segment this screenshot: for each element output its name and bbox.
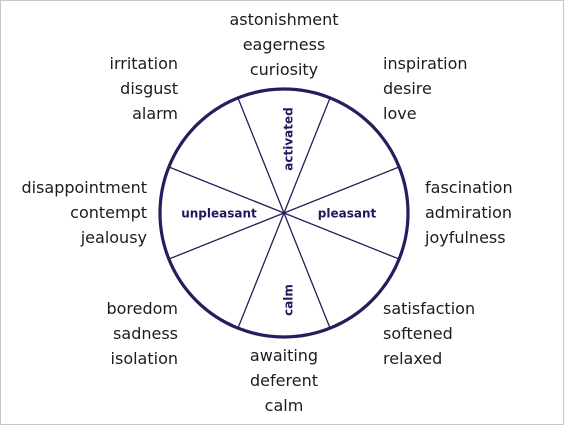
emotion-word: joyfulness bbox=[425, 228, 506, 247]
axis-label-pleasant: pleasant bbox=[318, 207, 377, 221]
spoke bbox=[283, 212, 331, 329]
emotion-word: inspiration bbox=[383, 54, 468, 73]
spoke bbox=[283, 97, 331, 214]
emotion-group-bottom-right: satisfaction softened relaxed bbox=[383, 296, 475, 371]
spoke bbox=[237, 212, 285, 329]
emotion-group-top: astonishment eagerness curiosity bbox=[190, 7, 378, 82]
axis-label-activated: activated bbox=[282, 107, 296, 170]
emotion-word: eagerness bbox=[242, 35, 326, 54]
spoke bbox=[168, 212, 285, 260]
emotion-word: softened bbox=[383, 324, 453, 343]
spoke bbox=[168, 166, 285, 214]
emotion-word: jealousy bbox=[80, 228, 147, 247]
emotion-word: desire bbox=[383, 79, 432, 98]
emotion-word: irritation bbox=[109, 54, 179, 73]
emotion-group-right: fascination admiration joyfulness bbox=[425, 175, 513, 250]
emotion-word: disgust bbox=[120, 79, 178, 98]
emotion-word: deferent bbox=[250, 371, 318, 390]
emotion-word: astonishment bbox=[229, 10, 339, 29]
spoke bbox=[283, 212, 400, 260]
emotion-word: isolation bbox=[110, 349, 178, 368]
emotion-group-bottom: awaiting deferent calm bbox=[190, 343, 378, 418]
emotion-word: alarm bbox=[132, 104, 178, 123]
axis-label-calm: calm bbox=[282, 284, 296, 316]
emotion-word: disappointment bbox=[21, 178, 147, 197]
emotion-group-top-right: inspiration desire love bbox=[383, 51, 468, 126]
emotion-word: sadness bbox=[113, 324, 178, 343]
emotion-word: fascination bbox=[425, 178, 513, 197]
emotion-word: admiration bbox=[425, 203, 513, 222]
emotion-group-left: disappointment contempt jealousy bbox=[21, 175, 147, 250]
emotion-word: love bbox=[383, 104, 417, 123]
emotion-word: contempt bbox=[70, 203, 147, 222]
emotion-word: satisfaction bbox=[383, 299, 476, 318]
emotion-word: curiosity bbox=[249, 60, 319, 79]
emotion-word: calm bbox=[264, 396, 304, 415]
spoke bbox=[237, 97, 285, 214]
spoke bbox=[283, 166, 400, 214]
emotion-word: relaxed bbox=[383, 349, 443, 368]
emotion-group-bottom-left: boredom sadness isolation bbox=[106, 296, 178, 371]
emotion-group-top-left: irritation disgust alarm bbox=[110, 51, 179, 126]
axis-label-unpleasant: unpleasant bbox=[181, 207, 257, 221]
emotion-word: awaiting bbox=[249, 346, 319, 365]
emotion-word: boredom bbox=[106, 299, 178, 318]
